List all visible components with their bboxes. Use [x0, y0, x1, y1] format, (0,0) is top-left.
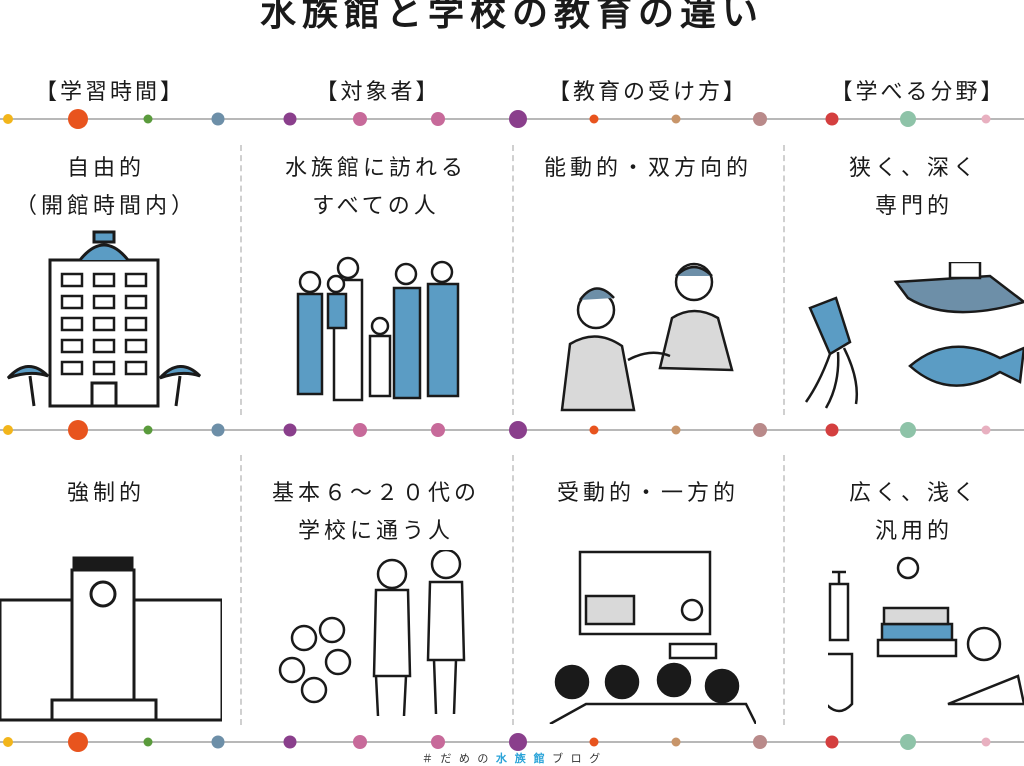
- decorative-dot: [431, 423, 445, 437]
- decorative-dot: [3, 425, 13, 435]
- decorative-dot: [900, 734, 916, 750]
- page-title: 水族館と学校の教育の違い: [259, 0, 764, 34]
- decorative-dot: [353, 735, 367, 749]
- decorative-dot: [825, 112, 839, 126]
- header-target: 【対象者】: [315, 80, 441, 105]
- decorative-dot: [671, 425, 681, 435]
- decorative-dot: [211, 735, 225, 749]
- column-divider: [783, 145, 787, 415]
- header-fields: 【学べる分野】: [830, 80, 1006, 105]
- column-divider: [783, 455, 787, 725]
- decorative-dot: [900, 111, 916, 127]
- aquarium-study-time-text: 自由的（開館時間内）: [14, 156, 197, 219]
- decorative-dot: [211, 423, 225, 437]
- header-study-time: 【学習時間】: [34, 80, 185, 105]
- decorative-dot: [283, 112, 297, 126]
- column-divider: [512, 455, 516, 725]
- decorative-dot: [431, 112, 445, 126]
- decorative-dot: [3, 737, 13, 747]
- school-building-icon: [0, 556, 222, 722]
- aquarium-fields-text: 狭く、深く専門的: [848, 156, 979, 219]
- decorative-dot: [283, 735, 297, 749]
- decorative-dot: [589, 114, 599, 124]
- decorative-dot: [3, 114, 13, 124]
- decorative-dot: [68, 732, 88, 752]
- students-icon: [278, 550, 466, 717]
- aquarium-learning-style-text: 能動的・双方向的: [543, 156, 752, 181]
- decorative-dot: [211, 112, 225, 126]
- decorative-dot: [353, 112, 367, 126]
- decorative-dot: [825, 423, 839, 437]
- decorative-dot: [68, 420, 88, 440]
- family-group-icon: [296, 256, 460, 402]
- decorative-dot: [589, 425, 599, 435]
- decorative-dot: [68, 109, 88, 129]
- footer-credit: ＃ だ め の 水 族 館 ブ ロ グ: [0, 750, 1024, 766]
- aquarium-building-icon: [6, 230, 202, 408]
- decorative-dot: [671, 737, 681, 747]
- aquarium-target-text: 水族館に訪れるすべての人: [284, 156, 467, 219]
- conversation-icon: [560, 262, 734, 412]
- footer-prefix: ＃ だ め の: [421, 752, 496, 765]
- footer-suffix: ブ ロ グ: [546, 752, 603, 765]
- study-tools-icon: [828, 556, 1024, 713]
- decorative-dot: [509, 421, 527, 439]
- decorative-dot: [143, 425, 153, 435]
- decorative-dot: [753, 735, 767, 749]
- school-study-time-text: 強制的: [66, 481, 145, 506]
- decorative-dot: [825, 735, 839, 749]
- school-fields-text: 広く、浅く汎用的: [848, 481, 979, 544]
- decorative-dot: [753, 423, 767, 437]
- decorative-dot: [143, 114, 153, 124]
- decorative-dot: [143, 737, 153, 747]
- column-divider: [240, 145, 244, 415]
- decorative-dot: [509, 733, 527, 751]
- footer-highlight: 水 族 館: [495, 752, 547, 765]
- decorative-dot: [981, 737, 991, 747]
- column-divider: [240, 455, 244, 725]
- decorative-dot: [671, 114, 681, 124]
- school-target-text: 基本６～２０代の学校に通う人: [271, 481, 480, 544]
- header-learning-style: 【教育の受け方】: [547, 80, 748, 105]
- sea-creatures-icon: [804, 262, 1024, 409]
- decorative-dot: [981, 425, 991, 435]
- column-divider: [512, 145, 516, 415]
- decorative-dot: [981, 114, 991, 124]
- decorative-dot: [509, 110, 527, 128]
- decorative-dot: [431, 735, 445, 749]
- decorative-dot: [589, 737, 599, 747]
- decorative-dot: [900, 422, 916, 438]
- classroom-lecture-icon: [549, 550, 756, 724]
- decorative-dot: [753, 112, 767, 126]
- decorative-dot: [353, 423, 367, 437]
- decorative-dot: [283, 423, 297, 437]
- school-learning-style-text: 受動的・一方的: [556, 481, 739, 506]
